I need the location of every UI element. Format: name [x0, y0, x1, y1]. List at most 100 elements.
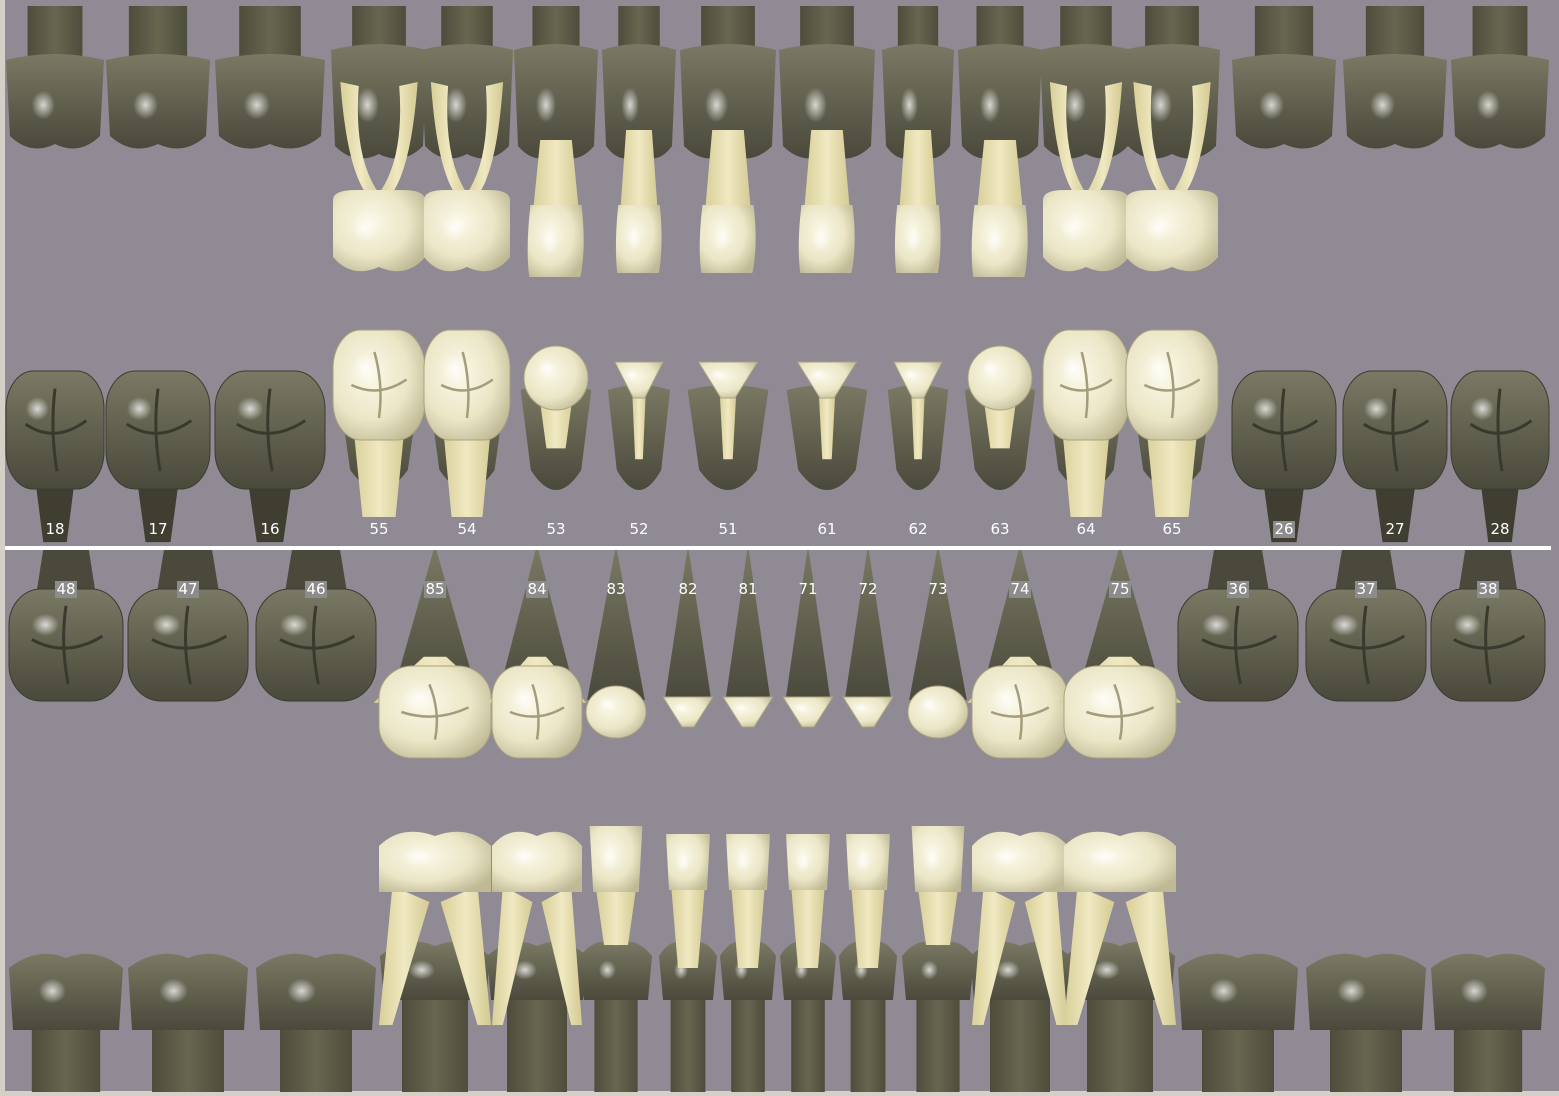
tooth-number: 85: [425, 580, 444, 598]
tooth-number: 72: [858, 580, 877, 598]
tooth-number-label: 52: [629, 520, 648, 538]
tooth-highlight: [599, 960, 616, 979]
tooth-number: 63: [990, 520, 1009, 538]
tooth-number-label: 81: [738, 580, 757, 598]
tooth-highlight: [1094, 960, 1120, 979]
tooth-highlight: [1471, 397, 1495, 421]
tooth-number: 47: [178, 580, 197, 598]
tooth-crown: [424, 190, 510, 271]
tooth-number: 83: [606, 580, 625, 598]
tooth-highlight: [1145, 353, 1171, 384]
tooth-number: 28: [1490, 520, 1509, 538]
tooth-highlight: [39, 979, 66, 1004]
tooth-number: 65: [1162, 520, 1181, 538]
tooth-highlight: [734, 703, 748, 711]
primary-canine-occlusal[interactable]: [586, 686, 646, 738]
tooth-highlight: [794, 703, 808, 711]
tooth-highlight: [810, 370, 827, 380]
tooth-number: 62: [908, 520, 927, 538]
tooth-number: 82: [678, 580, 697, 598]
tooth-number-label: 65: [1162, 520, 1181, 538]
tooth-number-label: 47: [177, 580, 199, 598]
tooth-root: [533, 140, 579, 213]
tooth-number-label: 85: [424, 580, 446, 598]
tooth-number-label: 26: [1273, 520, 1295, 538]
tooth-number: 52: [629, 520, 648, 538]
tooth-number: 53: [546, 520, 565, 538]
tooth-root: [507, 994, 567, 1092]
tooth-number: 36: [1228, 580, 1247, 598]
tooth-highlight: [674, 703, 688, 711]
tooth-highlight: [1259, 91, 1284, 120]
primary-canine-occlusal[interactable]: [908, 686, 968, 738]
tooth-number-label: 46: [305, 580, 327, 598]
tooth-number: 75: [1110, 580, 1129, 598]
tooth-highlight: [1461, 979, 1488, 1004]
tooth-crown: [256, 954, 376, 1030]
tooth-number: 38: [1478, 580, 1497, 598]
tooth-highlight: [980, 87, 1000, 122]
tooth-highlight: [403, 847, 434, 866]
tooth-highlight: [1476, 91, 1500, 120]
tooth-highlight: [621, 87, 639, 122]
tooth-highlight: [627, 227, 641, 251]
bottom-frame-border: [0, 1091, 1559, 1096]
tooth-number-label: 38: [1477, 580, 1499, 598]
tooth-highlight: [599, 697, 616, 712]
tooth-highlight: [244, 91, 270, 120]
tooth-number-label: 28: [1490, 520, 1509, 538]
tooth-highlight: [676, 852, 690, 872]
tooth-number: 54: [457, 520, 476, 538]
tooth-crown: [1451, 54, 1549, 149]
tooth-number-label: 63: [990, 520, 1009, 538]
tooth-crown: [492, 832, 582, 892]
tooth-number-label: 37: [1355, 580, 1377, 598]
tooth-highlight: [1088, 685, 1119, 711]
tooth-highlight: [924, 847, 941, 871]
tooth-number-label: 55: [369, 520, 388, 538]
tooth-highlight: [906, 227, 920, 251]
tooth-highlight: [1061, 216, 1085, 242]
tooth-number: 51: [718, 520, 737, 538]
tooth-highlight: [901, 87, 918, 122]
tooth-root: [851, 994, 886, 1092]
tooth-number: 71: [798, 580, 817, 598]
tooth-highlight: [705, 87, 728, 122]
left-frame-border: [0, 0, 5, 1096]
tooth-number-label: 71: [798, 580, 817, 598]
tooth-root: [705, 130, 751, 213]
tooth-highlight: [904, 370, 918, 380]
tooth-number-label: 61: [817, 520, 836, 538]
tooth-highlight: [442, 216, 466, 242]
tooth-highlight: [1209, 979, 1238, 1004]
tooth-root: [620, 130, 658, 213]
tooth-highlight: [409, 960, 435, 979]
tooth-root: [990, 994, 1050, 1092]
tooth-highlight: [403, 685, 434, 711]
tooth-number: 55: [369, 520, 388, 538]
tooth-highlight: [713, 227, 730, 251]
tooth-highlight: [159, 979, 188, 1004]
tooth-highlight: [26, 397, 50, 421]
tooth-number: 18: [45, 520, 64, 538]
tooth-number-label: 17: [148, 520, 167, 538]
tooth-crown: [379, 832, 491, 892]
tooth-highlight: [133, 91, 158, 120]
tooth-highlight: [992, 847, 1019, 866]
tooth-number-label: 51: [718, 520, 737, 538]
tooth-crown: [1064, 832, 1176, 892]
tooth-number: 84: [527, 580, 546, 598]
tooth-number-label: 53: [546, 520, 565, 538]
tooth-highlight: [1088, 847, 1119, 866]
tooth-crown: [1064, 666, 1176, 758]
tooth-crown: [106, 54, 210, 149]
tooth-number-label: 73: [928, 580, 947, 598]
tooth-highlight: [442, 353, 466, 384]
tooth-number: 26: [1274, 520, 1293, 538]
tooth-highlight: [854, 703, 868, 711]
tooth-crown: [972, 832, 1068, 892]
tooth-highlight: [511, 685, 536, 711]
tooth-number-label: 84: [526, 580, 548, 598]
tooth-root: [1330, 1024, 1402, 1092]
tooth-crown: [1306, 954, 1426, 1030]
